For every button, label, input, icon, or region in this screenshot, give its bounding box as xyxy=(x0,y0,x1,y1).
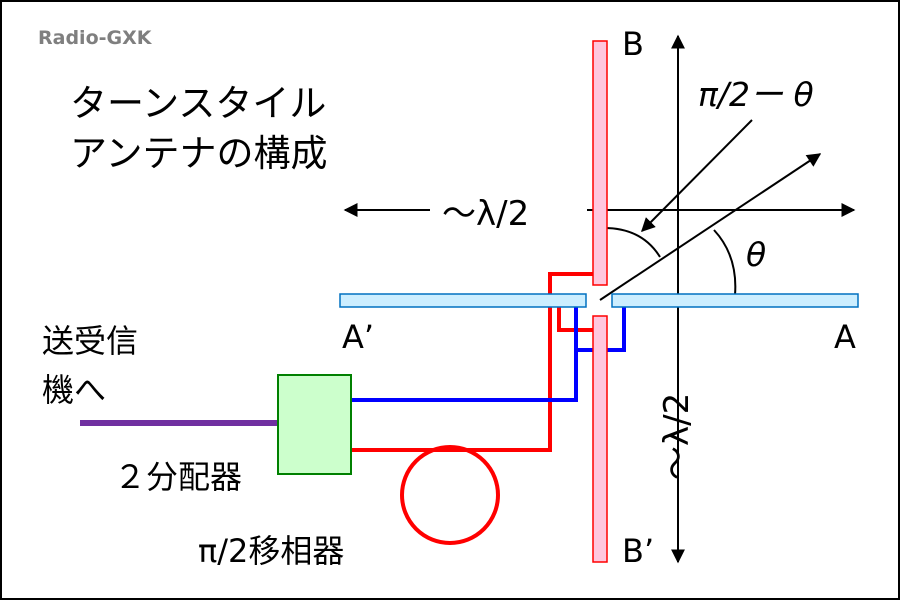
splitter-box xyxy=(277,374,352,475)
label-angle-complement: π/2ー θ xyxy=(698,75,814,114)
theta-direction-arrow xyxy=(599,153,822,301)
element-b-lower xyxy=(592,315,608,563)
angle-arc-complement xyxy=(603,227,661,258)
label-transceiver-line2: 機へ xyxy=(42,371,106,409)
diagram-title-line1: ターンスタイル xyxy=(70,82,326,125)
angle-pointer-arrow xyxy=(641,119,753,232)
element-a-right xyxy=(611,293,859,308)
blue-feed-wires xyxy=(351,307,626,402)
label-element-a: A xyxy=(834,318,856,356)
diagram-title-line2: アンテナの構成 xyxy=(70,132,328,175)
red-feed-wire-inner xyxy=(557,307,593,332)
label-element-b-prime: B’ xyxy=(622,532,654,570)
red-feed-wire-outer xyxy=(351,272,593,452)
label-splitter: ２分配器 xyxy=(114,458,242,496)
label-transceiver-line1: 送受信 xyxy=(42,322,138,360)
red-feed-wires xyxy=(351,272,593,452)
blue-feed-wire-left xyxy=(351,307,578,402)
label-length-vertical: ～λ/2 xyxy=(657,393,697,480)
label-element-b: B xyxy=(622,25,644,63)
label-length-horizontal: ～λ/2 xyxy=(442,194,529,234)
credit-text: Radio-GXK xyxy=(38,27,153,49)
phase-shifter-loop xyxy=(400,445,500,545)
element-b-upper xyxy=(592,40,608,286)
label-angle-theta: θ xyxy=(746,235,766,274)
blue-feed-wire-right xyxy=(576,307,626,352)
label-element-a-prime: A’ xyxy=(342,318,374,356)
label-phase-shifter: π/2移相器 xyxy=(198,532,344,570)
element-a-left xyxy=(339,293,587,308)
angle-arc-theta xyxy=(713,229,737,296)
